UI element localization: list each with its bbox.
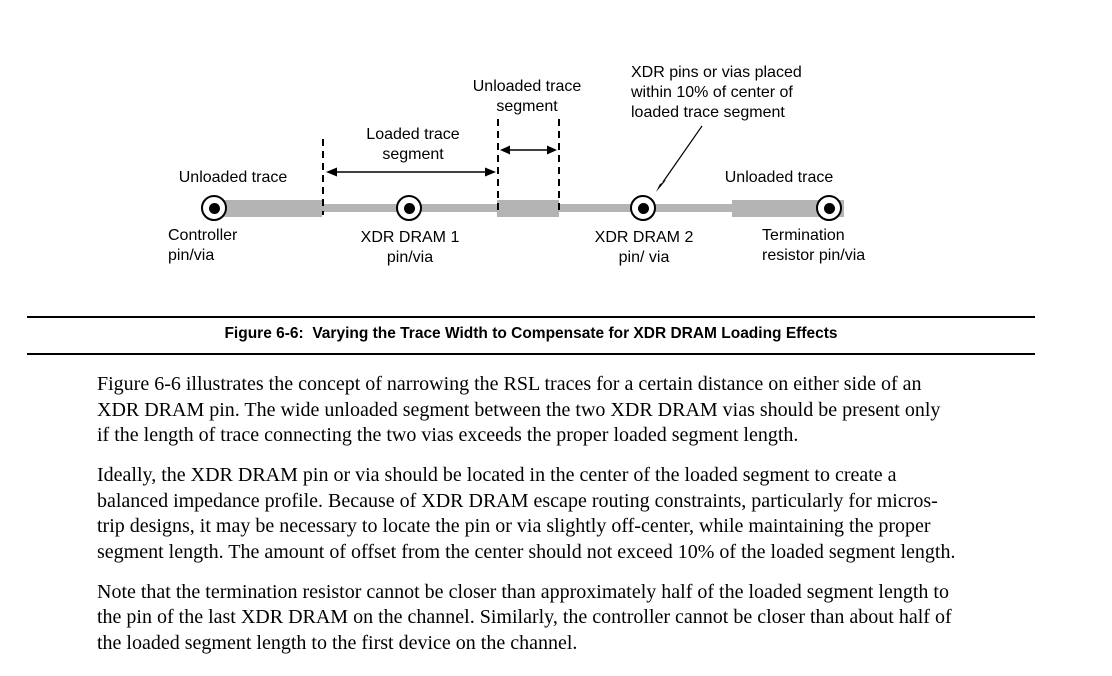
body-line: Ideally, the XDR DRAM pin or via should …: [97, 464, 897, 486]
label-line: pin/ via: [618, 249, 670, 266]
caption-rule-top: [27, 316, 1035, 318]
via-dot: [208, 202, 220, 214]
body-line: if the length of trace connecting the tw…: [97, 424, 799, 446]
body-line: Figure 6-6 illustrates the concept of na…: [97, 373, 922, 395]
loaded-segment-span-arrow-icon: [326, 167, 496, 177]
label-line: XDR DRAM 2: [594, 229, 694, 246]
label-line: segment: [496, 98, 558, 115]
paragraph-1: Figure 6-6 illustrates the concept of na…: [97, 372, 1057, 449]
unloaded-segment-span-arrow-icon: [500, 145, 557, 155]
callout-line: loaded trace segment: [631, 104, 785, 121]
xdr-dram1-pin-label: XDR DRAM 1 pin/via: [350, 228, 470, 268]
label-line: pin/via: [168, 247, 215, 264]
body-line: XDR DRAM pin. The wide unloaded segment …: [97, 398, 941, 421]
label-line: Unloaded trace: [472, 78, 582, 95]
unloaded-segment-right-boundary-line: [558, 119, 560, 215]
loaded-trace-segment-label: Loaded trace segment: [348, 125, 478, 165]
body-line: balanced impedance profile. Because of X…: [97, 489, 938, 512]
callout-line: within 10% of center of: [631, 84, 793, 101]
via-dot: [403, 202, 415, 214]
body-line: the loaded segment length to the first d…: [97, 631, 578, 654]
figure-caption: Figure 6-6: Varying the Trace Width to C…: [224, 325, 838, 342]
body-line: the pin of the last XDR DRAM on the chan…: [97, 606, 952, 628]
termination-via-icon: [816, 195, 842, 221]
xdr-pins-placement-callout: XDR pins or vias placed within 10% of ce…: [631, 63, 841, 123]
paragraph-2: Ideally, the XDR DRAM pin or via should …: [97, 463, 1057, 565]
unloaded-trace-left-label: Unloaded trace: [172, 168, 294, 188]
unloaded-trace-bar-middle: [497, 200, 559, 217]
paragraph-3: Note that the termination resistor canno…: [97, 580, 1057, 657]
label-line: Termination: [762, 227, 845, 244]
label-line: Loaded trace: [366, 126, 460, 143]
body-line: trip designs, it may be necessary to loc…: [97, 515, 931, 537]
label-line: pin/via: [386, 249, 434, 266]
xdr-dram2-via-icon: [630, 195, 656, 221]
loaded-segment-left-boundary-line: [322, 139, 324, 215]
xdr-dram2-pin-label: XDR DRAM 2 pin/ via: [584, 228, 704, 268]
via-dot: [637, 202, 649, 214]
label-line: segment: [382, 146, 444, 163]
label-text: Unloaded trace: [178, 169, 288, 186]
label-text: Unloaded trace: [724, 169, 834, 186]
controller-via-icon: [201, 195, 227, 221]
termination-resistor-pin-label: Termination resistor pin/via: [762, 226, 865, 266]
loaded-segment-right-boundary-line: [497, 119, 499, 215]
body-text: Figure 6-6 illustrates the concept of na…: [97, 372, 1057, 671]
label-line: Controller: [168, 227, 238, 244]
label-line: XDR DRAM 1: [360, 229, 460, 246]
unloaded-trace-segment-label: Unloaded trace segment: [462, 77, 592, 117]
unloaded-trace-right-label: Unloaded trace: [716, 168, 842, 188]
caption-rule-bottom: [27, 353, 1035, 355]
callout-line: XDR pins or vias placed: [631, 64, 802, 81]
label-line: resistor pin/via: [762, 247, 866, 264]
body-line: Note that the termination resistor canno…: [97, 580, 949, 603]
callout-arrow-icon: [656, 125, 703, 192]
body-line: segment length. The amount of offset fro…: [97, 540, 956, 563]
xdr-dram1-via-icon: [396, 195, 422, 221]
unloaded-trace-bar-left: [205, 200, 322, 217]
controller-pin-label: Controller pin/via: [168, 226, 237, 266]
via-dot: [823, 202, 835, 214]
